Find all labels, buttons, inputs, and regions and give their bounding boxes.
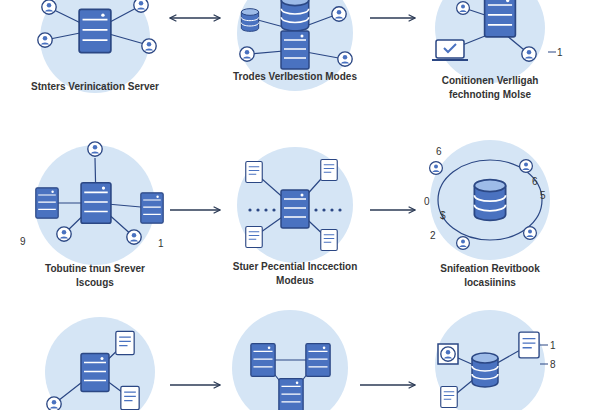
backdrop-circle — [430, 140, 550, 260]
backdrop-circle — [232, 310, 348, 410]
user-icon — [457, 237, 470, 250]
callout-number: 0 — [424, 196, 430, 207]
network-wires — [45, 6, 556, 404]
user-icon — [134, 0, 148, 12]
callout-number: 8 — [550, 359, 556, 370]
user-icon — [441, 347, 455, 361]
user-icon — [522, 47, 536, 61]
server-icon — [306, 344, 330, 377]
server-icon — [36, 188, 58, 218]
icon-group: Trodes Verlbestion Modes — [220, 0, 370, 100]
node-label: Conitionen Verlligah fechnoting Molse — [426, 74, 554, 102]
wire — [254, 170, 329, 240]
server-icon — [281, 31, 309, 69]
node-label: Tobutine tnun Srever Iscougs — [31, 262, 159, 290]
document-icon — [519, 332, 539, 358]
callout-number: 1 — [550, 340, 556, 351]
flow-arrow — [170, 209, 220, 210]
icon-group: Stnters Verinication Server — [20, 0, 170, 112]
backdrop-circle — [45, 317, 155, 410]
document-icon — [116, 331, 134, 354]
database-icon — [241, 9, 258, 32]
callout-number: 6 — [436, 146, 442, 157]
icon-group — [415, 305, 565, 410]
user-icon — [38, 33, 52, 47]
database-icon — [472, 353, 498, 387]
user-icon — [47, 397, 61, 410]
user-icon — [430, 162, 443, 175]
icon-group: Conitionen Verlligah fechnoting Molse — [415, 0, 565, 100]
server-icon — [279, 379, 303, 410]
database-icon — [281, 0, 308, 31]
user-icon — [520, 160, 533, 173]
icons — [36, 0, 539, 410]
wire — [47, 158, 152, 237]
user-icon — [524, 227, 537, 240]
document-icon — [321, 160, 338, 181]
flow-arrow — [170, 17, 220, 18]
callout-number: $ — [440, 210, 446, 221]
flow-arrow — [170, 384, 220, 385]
laptop-icon — [432, 59, 468, 61]
node-label: Stuer Pecential Inccection Modeus — [231, 260, 359, 288]
flow-arrow — [370, 17, 415, 18]
flow-arrow — [360, 384, 415, 385]
icon-group: Tobutine tnun Srever Iscougs — [20, 145, 170, 290]
user-icon — [332, 7, 346, 21]
server-icon — [251, 344, 275, 377]
icon-group: Stuer Pecential Inccection Modeus — [220, 145, 370, 285]
user-icon — [142, 39, 156, 53]
backdrop-circle — [435, 0, 545, 83]
backdrop-circles — [35, 0, 550, 410]
callout-number: 6 — [532, 176, 538, 187]
backdrop-circle — [40, 0, 150, 93]
callout-number: 1 — [557, 47, 563, 58]
wire — [449, 52, 556, 398]
callout-number: 5 — [540, 190, 546, 201]
user-icon — [457, 2, 470, 15]
callout-number: 9 — [20, 236, 26, 247]
server-icon — [81, 183, 111, 224]
user-box — [438, 344, 458, 364]
node-label: Snifeation Revitbook Iocasiinins — [426, 262, 554, 290]
document-icon — [321, 230, 338, 251]
flow-arrow — [370, 209, 415, 210]
callout-number: 2 — [430, 230, 436, 241]
server-icon — [281, 190, 309, 228]
user-icon — [127, 230, 141, 244]
user-icon — [338, 52, 352, 66]
backdrop-circle — [35, 145, 155, 265]
icon-group — [30, 315, 170, 410]
ring — [438, 160, 542, 240]
node-label: Trodes Verlbestion Modes — [231, 70, 359, 84]
document-icon — [246, 227, 263, 248]
backdrop-circle — [237, 147, 353, 263]
user-icon — [88, 142, 102, 156]
document-icon — [246, 162, 263, 183]
check-icon — [444, 44, 456, 52]
callout-number: 1 — [158, 238, 164, 249]
database-icon — [474, 180, 505, 221]
server-icon — [141, 193, 163, 223]
server-icon — [485, 0, 516, 37]
user-icon — [240, 47, 254, 61]
backdrop-circle — [435, 310, 545, 410]
document-icon — [441, 387, 458, 408]
server-icon — [81, 354, 109, 392]
icon-group: Snifeation Revitbook Iocasiinins — [415, 140, 565, 290]
document-icon — [121, 386, 139, 409]
icon-group — [220, 310, 360, 410]
server-icon — [79, 9, 111, 52]
user-icon — [57, 227, 71, 241]
user-icon — [42, 0, 56, 14]
laptop-icon — [436, 40, 464, 58]
node-label: Stnters Verinication Server — [31, 80, 159, 94]
